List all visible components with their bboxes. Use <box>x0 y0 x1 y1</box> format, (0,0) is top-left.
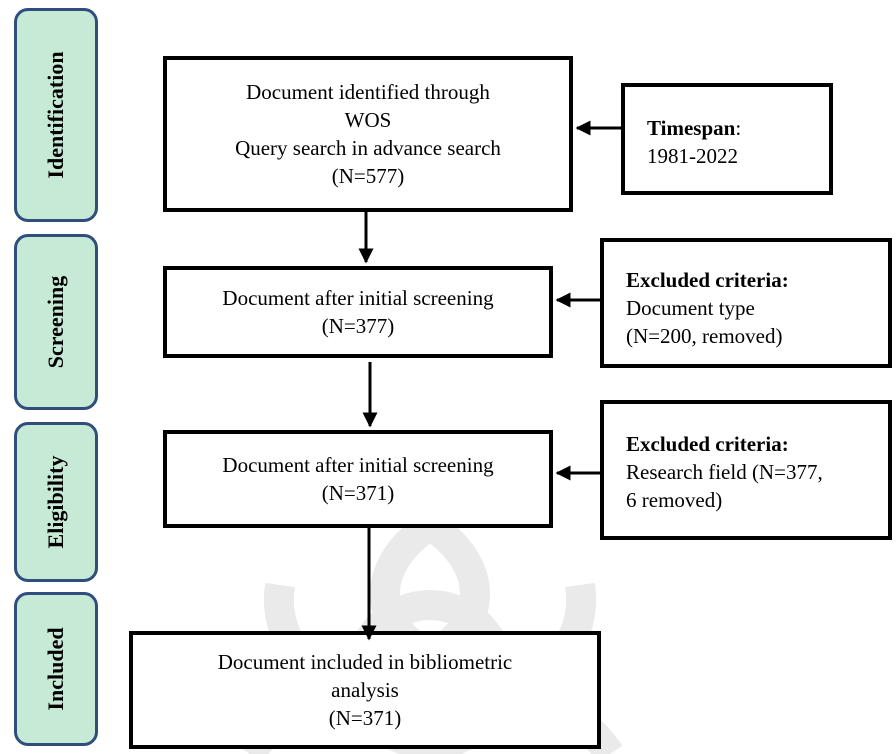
excluded-text: (N=200, removed) <box>626 324 783 348</box>
timespan-colon: : <box>735 116 742 140</box>
box-text: Document included in bibliometric <box>217 650 513 674</box>
stage-eligibility: Eligibility <box>14 422 98 582</box>
box-screening: Document after initial screening (N=377) <box>163 266 553 358</box>
box-identification: Document identified through WOS Query se… <box>163 56 573 212</box>
box-eligibility: Document after initial screening (N=371) <box>163 430 553 528</box>
box-text: Document after initial screening <box>222 453 494 477</box>
box-text: Document after initial screening <box>222 286 494 310</box>
stage-screening: Screening <box>14 234 98 410</box>
excluded-text: Research field (N=377, <box>626 460 823 484</box>
timespan-value: 1981-2022 <box>647 144 738 168</box>
stage-included: Included <box>14 592 98 746</box>
excluded-title: Excluded criteria: <box>626 432 789 456</box>
box-excluded-screening: Excluded criteria: Document type (N=200,… <box>600 238 892 368</box>
box-excluded-eligibility: Excluded criteria: Research field (N=377… <box>600 400 892 540</box>
box-included: Document included in bibliometric analys… <box>129 631 601 749</box>
timespan-label: Timespan <box>647 116 736 140</box>
box-text: Document identified through <box>246 80 490 104</box>
box-count: (N=371) <box>328 706 402 730</box>
box-text: Query search in advance search <box>235 136 501 160</box>
excluded-text: 6 removed) <box>626 488 723 512</box>
box-count: (N=577) <box>331 164 405 188</box>
excluded-text: Document type <box>626 296 755 320</box>
box-text: analysis <box>331 678 399 702</box>
stage-identification: Identification <box>14 8 98 222</box>
box-text: WOS <box>344 108 392 132</box>
box-count: (N=377) <box>321 314 395 338</box>
box-timespan: Timespan: 1981-2022 <box>621 83 833 195</box>
excluded-title: Excluded criteria: <box>626 268 789 292</box>
box-count: (N=371) <box>321 481 395 505</box>
